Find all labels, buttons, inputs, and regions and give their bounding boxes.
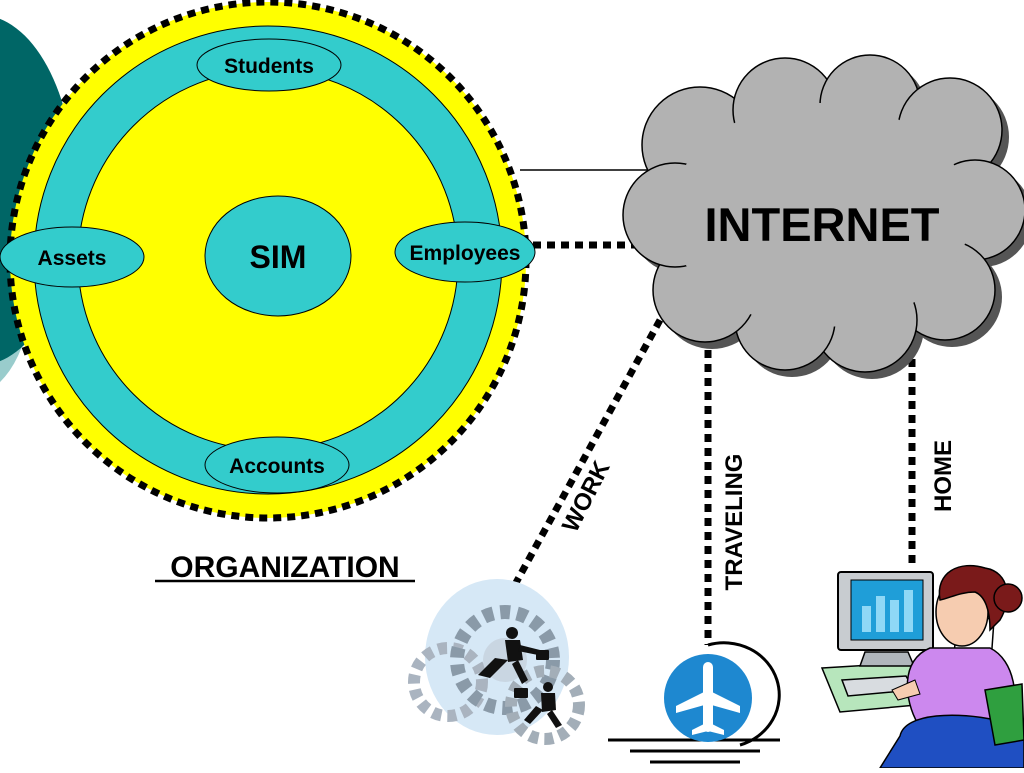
- node-sim[interactable]: SIM: [204, 195, 352, 317]
- business-people-gears-icon: [408, 579, 585, 745]
- employees-label: Employees: [410, 242, 521, 265]
- node-accounts[interactable]: Accounts: [204, 436, 350, 494]
- home-label: HOME: [930, 440, 957, 512]
- organization-diagram: SIM Students Assets Employees Accounts: [0, 0, 536, 522]
- internet-cloud[interactable]: INTERNET: [622, 54, 1024, 379]
- sim-label: SIM: [250, 239, 307, 275]
- dotted-connectors: [508, 241, 916, 645]
- connector-work: [508, 318, 664, 592]
- woman-at-computer-icon: [820, 564, 1024, 769]
- node-assets[interactable]: Assets: [0, 226, 145, 288]
- internet-label: INTERNET: [705, 198, 940, 251]
- traveling-label: TRAVELING: [721, 454, 748, 591]
- organization-caption: ORGANIZATION: [170, 551, 399, 584]
- node-employees[interactable]: Employees: [394, 221, 536, 283]
- accounts-label: Accounts: [229, 455, 325, 478]
- students-label: Students: [224, 55, 314, 78]
- airplane-icon: [608, 641, 781, 764]
- assets-label: Assets: [38, 247, 107, 270]
- node-students[interactable]: Students: [196, 38, 342, 92]
- cloud-body: [670, 103, 970, 327]
